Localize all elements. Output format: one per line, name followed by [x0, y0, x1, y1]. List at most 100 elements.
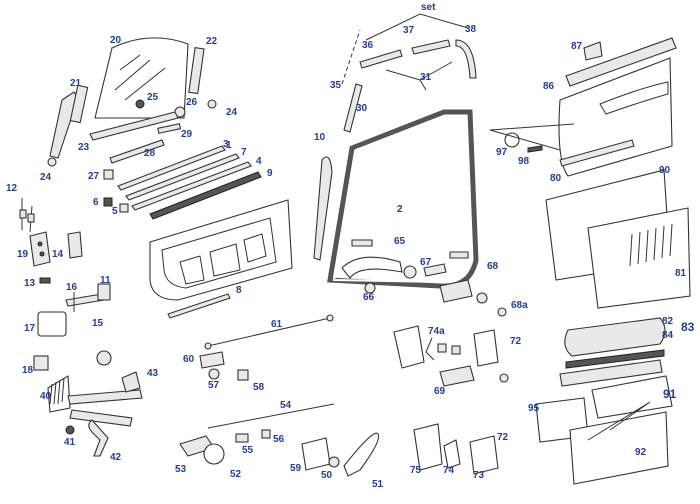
- latch-assembly: [413, 423, 443, 471]
- pocket-pleats: [629, 223, 673, 267]
- label-57: 57: [208, 380, 220, 391]
- label-23: 23: [78, 142, 90, 153]
- label-74: 74: [443, 465, 455, 476]
- door-glass: [94, 37, 189, 119]
- clip-right: [207, 99, 217, 109]
- label-86: 86: [543, 81, 555, 92]
- label-13: 13: [24, 278, 36, 289]
- label-97: 97: [496, 147, 508, 158]
- channel-bracket: [69, 84, 89, 124]
- regulator-bracket: [121, 371, 141, 393]
- label-75: 75: [410, 465, 422, 476]
- window-outer-strip: [565, 37, 677, 87]
- label-92: 92: [635, 447, 647, 458]
- outer-weatherstrip: [149, 171, 262, 220]
- vent-channel: [188, 47, 205, 95]
- label-91: 91: [663, 387, 677, 401]
- label-56: 56: [273, 434, 285, 445]
- latch-bolt-1: [437, 343, 447, 353]
- escutcheon-97: [504, 132, 520, 148]
- trim-strip: [559, 139, 635, 167]
- label-58: 58: [253, 382, 265, 393]
- glass-lower-channel: [89, 111, 179, 141]
- label-22: 22: [206, 36, 218, 47]
- label-18: 18: [22, 365, 34, 376]
- door-shell: [149, 199, 293, 301]
- inner-weatherstrip: [109, 139, 165, 164]
- outside-door-handle: [341, 256, 403, 279]
- glass-stop-knob: [135, 99, 145, 109]
- hinge-hole-2: [39, 251, 45, 257]
- label-10: 10: [314, 132, 326, 143]
- door-stop: [33, 355, 49, 371]
- label-set: set: [421, 2, 436, 13]
- label-83: 83: [681, 320, 695, 334]
- label-24b: 24: [226, 107, 238, 118]
- label-87: 87: [571, 41, 583, 52]
- label-55: 55: [242, 445, 254, 456]
- label-72a: 72: [510, 336, 522, 347]
- label-68: 68: [487, 261, 499, 272]
- door-pocket-81: [587, 207, 691, 309]
- clip-left: [47, 157, 57, 167]
- regulator-sector-gear: [49, 377, 65, 405]
- leader-91: [587, 401, 651, 441]
- door-weatherseal-inner: [332, 115, 474, 284]
- belt-molding-3: [117, 145, 226, 191]
- set-bracket: [365, 13, 469, 41]
- upper-seal-38: [455, 39, 477, 79]
- label-11: 11: [100, 275, 111, 286]
- vent-window-seal: [343, 83, 363, 133]
- door-hinge: [29, 231, 51, 267]
- label-15: 15: [92, 318, 104, 329]
- belt-molding-7: [125, 153, 240, 201]
- vent-seal-guide: [341, 29, 361, 85]
- label-30: 30: [356, 103, 368, 114]
- label-69: 69: [434, 386, 446, 397]
- clip-56: [261, 429, 271, 439]
- label-81: 81: [675, 268, 687, 279]
- label-50: 50: [321, 470, 333, 481]
- label-84: 84: [662, 330, 674, 341]
- ferrule: [237, 369, 249, 381]
- label-95: 95: [528, 403, 540, 414]
- label-42: 42: [110, 452, 122, 463]
- label-19: 19: [17, 249, 29, 260]
- label-27: 27: [88, 171, 100, 182]
- hinge-bolt: [39, 277, 51, 284]
- latch-spring: [425, 337, 435, 361]
- label-16: 16: [66, 282, 78, 293]
- label-24a: 24: [40, 172, 52, 183]
- lock-spring: [476, 292, 488, 304]
- label-73: 73: [473, 470, 485, 481]
- hinge-hole-1: [37, 241, 43, 247]
- label-60: 60: [183, 354, 195, 365]
- inside-lock-knob: [199, 351, 225, 369]
- label-9: 9: [267, 168, 273, 179]
- check-strap-housing: [37, 311, 67, 337]
- remote-control-plate: [301, 437, 331, 471]
- trim-screw: [527, 145, 543, 153]
- inside-pull-handle: [343, 432, 380, 477]
- label-6: 6: [93, 197, 99, 208]
- label-52: 52: [230, 469, 242, 480]
- bumper-strip: [157, 123, 182, 134]
- belt-molding-4: [131, 161, 252, 211]
- upper-seal-37: [411, 39, 451, 55]
- hinge-pin-head-2: [27, 213, 35, 223]
- label-4: 4: [256, 156, 262, 167]
- grommet: [103, 169, 114, 180]
- label-38: 38: [465, 24, 477, 35]
- door-shell-cutouts: [179, 233, 267, 285]
- label-12: 12: [6, 183, 18, 194]
- lock-screw: [497, 307, 507, 317]
- lock-knob-base: [208, 368, 220, 380]
- remote-rod: [207, 403, 335, 429]
- label-54: 54: [280, 400, 292, 411]
- window-crank-handle: [88, 419, 109, 457]
- label-82: 82: [662, 316, 674, 327]
- label-36: 36: [362, 40, 374, 51]
- regulator-arm: [67, 389, 143, 405]
- label-53: 53: [175, 464, 187, 475]
- hinge-plate: [67, 231, 83, 259]
